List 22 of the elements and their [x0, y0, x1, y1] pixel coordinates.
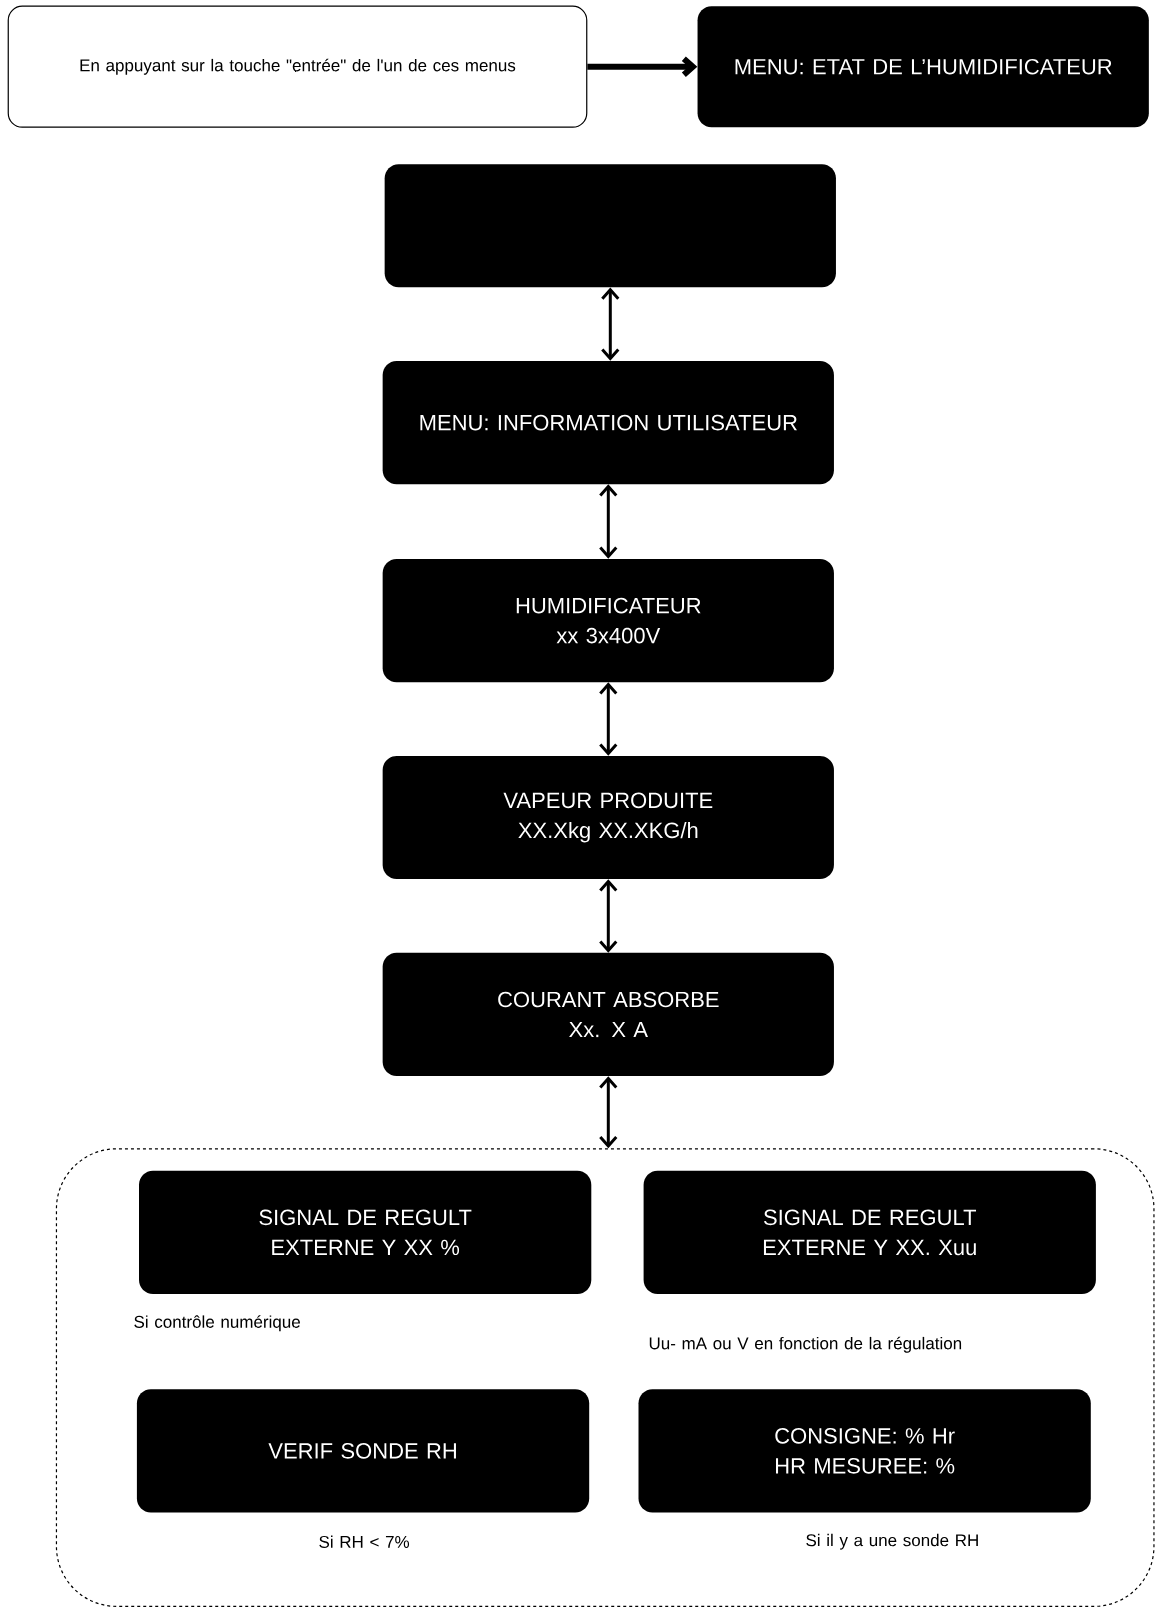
- node-label: Si il y a une sonde RH: [806, 1533, 978, 1550]
- node-label: Si RH < 7%: [319, 1535, 410, 1548]
- node-label: Si contrôle numérique: [134, 1315, 300, 1332]
- display-box: SIGNAL DE REGULT EXTERNE Y XX %: [139, 1170, 592, 1294]
- display-box: VERIF SONDE RH: [136, 1389, 590, 1513]
- arrow: [599, 682, 618, 756]
- display-box: HUMIDIFICATEUR xx 3x400V: [382, 559, 834, 683]
- display-box: [384, 164, 836, 288]
- arrow: [599, 1076, 618, 1149]
- note-box: En appuyant sur la touche "entrée" de l'un de ces menus: [7, 5, 588, 128]
- arrow: [587, 56, 698, 77]
- node-label: Uu- mA ou V en fonction de la régulation: [649, 1336, 962, 1353]
- display-box: MENU: INFORMATION UTILISATEUR: [382, 361, 834, 485]
- dashed-group-frame: [55, 1148, 1155, 1607]
- arrow: [601, 287, 620, 361]
- arrow: [599, 484, 618, 559]
- arrow: [599, 879, 618, 953]
- display-box: MENU: ETAT DE L’HUMIDIFICATEUR: [697, 6, 1149, 128]
- display-box: CONSIGNE: % Hr HR MESUREE: %: [638, 1389, 1091, 1513]
- display-box: SIGNAL DE REGULT EXTERNE Y XX. Xuu: [643, 1170, 1096, 1294]
- display-box: COURANT ABSORBE Xx. X A: [382, 952, 834, 1076]
- display-box: VAPEUR PRODUITE XX.Xkg XX.XKG/h: [382, 755, 834, 880]
